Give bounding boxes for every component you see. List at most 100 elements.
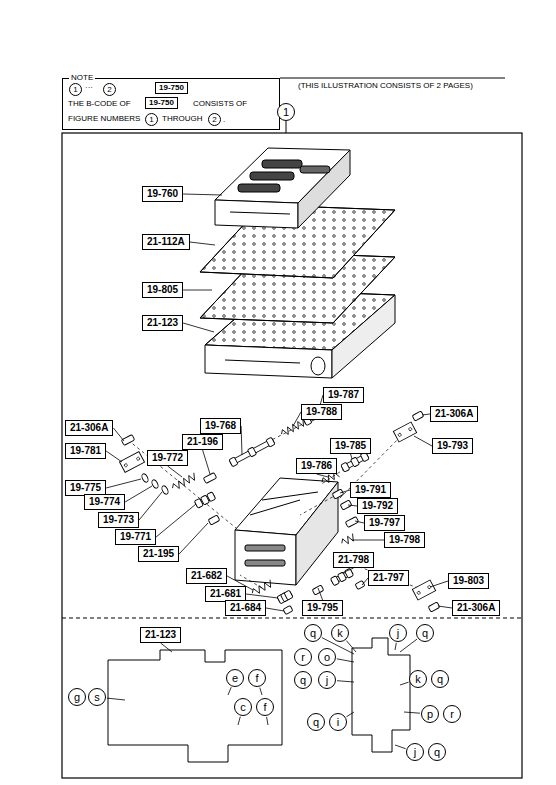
guide-lines [128,410,424,590]
part-number-box: 19-781 [65,443,106,459]
leader-line [400,682,409,685]
node-label: s [94,692,100,703]
callout-circle: s [88,688,106,706]
node-label: 19-773 [103,514,134,525]
callout-circle: o [318,648,336,666]
node-label: j [414,747,416,758]
node-label: 19-797 [369,517,400,528]
node-label: f [263,702,266,713]
node-label: 19-774 [89,496,120,507]
node-label: 21-123 [145,629,176,640]
part-number-box: 19-788 [301,404,342,420]
part-cover [393,422,416,442]
node-label: 19-772 [152,452,183,463]
callout-circle: r [443,705,461,723]
node-label: 21-196 [187,436,218,447]
leader-line [190,242,215,245]
callout-circle: k [409,670,427,688]
node-label: 21-112A [147,236,185,247]
part-spool [330,568,353,585]
part-number-box: 19-797 [364,515,405,531]
part-number-box: 21-195 [138,546,179,562]
leader-line [414,436,432,446]
leader-line [351,454,352,459]
leader-line [352,540,384,541]
leader-line [395,643,396,650]
part-number-box: 19-793 [432,438,473,454]
node-label: 1 [73,86,77,94]
part-ring [151,479,160,489]
part-number-box: 19-771 [115,529,156,545]
part-number-box: 19-792 [357,498,398,514]
callout-circle: g [68,688,86,706]
leader-line [183,290,212,291]
callout-circle: c [234,698,252,716]
note-text: NOTE [69,73,95,83]
part-number-box: 19-750 [155,82,188,94]
node-label: e [232,673,238,684]
callout-circle: j [389,624,407,642]
lower-section-outlines [108,638,410,762]
leader-line [106,479,141,488]
part-plug [355,580,365,589]
node-label: 2 [212,116,216,124]
leader-line [179,523,208,554]
part-number-box: 21-798 [333,552,374,568]
leader-line [139,492,162,520]
callout-circle: 2 [103,83,116,96]
part-number-box: 19-803 [448,573,489,589]
node-label: k [415,674,421,685]
part-number-box: 19-805 [142,282,183,298]
node-label: q [437,674,443,685]
part-cover [119,452,144,473]
leader-line [337,659,354,662]
leader-line [347,712,355,717]
leader-line [113,428,124,441]
node-label: 19-793 [437,440,468,451]
callout-circle: q [304,624,322,642]
node-label: 19-760 [147,188,178,199]
callout-circle: 1 [277,103,295,121]
callout-circle: p [421,705,439,723]
leader-line [246,594,278,598]
part-plug [208,515,220,525]
part-number-box: 21-682 [186,568,227,584]
part-number-box: 19-774 [84,494,125,510]
part-number-box: 21-123 [140,627,181,643]
callout-circle: f [256,698,274,716]
part-number-box: 19-750 [145,97,178,109]
node-label: 21-798 [338,554,369,565]
part-spring [171,473,197,491]
callout-circle: e [226,669,244,687]
callout-circle: f [248,669,266,687]
node-label: 1 [149,116,153,124]
part-number-box: 19-773 [98,512,139,528]
node-label: 21-306A [435,408,473,419]
part-plug [345,517,358,528]
leader-line [267,717,268,725]
node-label: 19-781 [70,445,101,456]
node-label: 19-787 [328,389,359,400]
part-plug [428,602,440,612]
part-spring [280,419,306,437]
frame [62,78,522,778]
leader-line [183,194,222,195]
node-label: 1 [283,107,289,118]
node-label: 19-798 [389,534,420,545]
part-number-box: 21-306A [430,406,478,422]
leader-line [161,643,172,652]
node-label: k [337,628,343,639]
leader-line [107,698,125,700]
node-label: 21-682 [191,570,222,581]
part-number-box: 21-196 [182,434,223,450]
part-number-box: 21-306A [452,600,500,616]
part-plug [312,585,324,595]
part-number-box: 21-123 [142,315,183,331]
part-number-box: 19-791 [350,482,391,498]
note-text: THE B-CODE OF [68,99,131,109]
leader-line [156,504,196,537]
callout-circle: q [428,743,446,761]
part-spool [229,437,275,467]
callout-circle: 1 [69,83,82,96]
part-spool [277,590,293,604]
